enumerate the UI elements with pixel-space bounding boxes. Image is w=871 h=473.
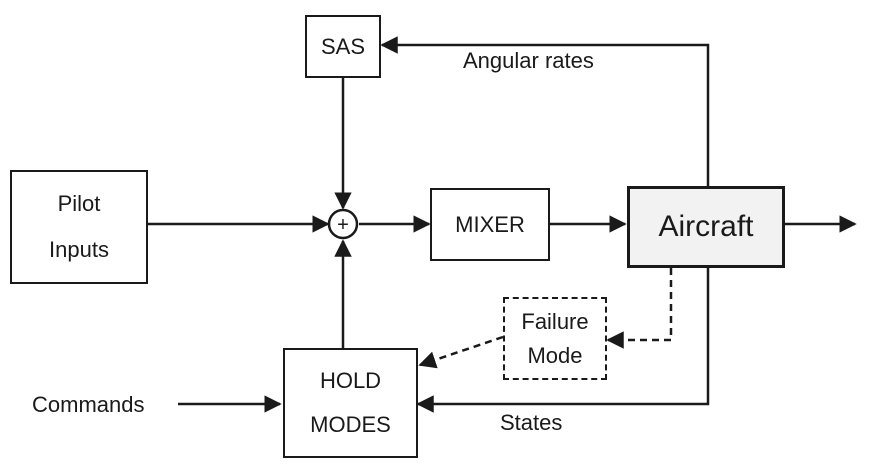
- angular-rates-label: Angular rates: [463, 48, 594, 73]
- failure-to-hold-line: [418, 335, 504, 369]
- commands-label: Commands: [32, 392, 145, 417]
- failure-label-line2: Mode: [527, 342, 583, 368]
- pilot-label-line1: Pilot: [57, 191, 101, 216]
- aircraft-to-failure-line: [606, 268, 673, 349]
- sas-block: SAS: [305, 15, 381, 78]
- failure-label-line1: Failure: [521, 308, 589, 334]
- pilot-inputs-block: Pilot Inputs: [10, 170, 148, 284]
- states-label: States: [500, 410, 563, 435]
- hold-modes-block: HOLD MODES: [283, 348, 418, 458]
- hold-label-line1: HOLD: [319, 368, 382, 393]
- aircraft-label: Aircraft: [658, 210, 754, 243]
- hold-label-line2: MODES: [310, 412, 391, 437]
- summing-junction-sign: +: [337, 214, 349, 236]
- mixer-label: MIXER: [455, 211, 525, 237]
- summing-junction: [327, 208, 359, 240]
- failure-mode-block: Failure Mode: [503, 297, 607, 380]
- angular-rates-line: [380, 36, 710, 186]
- states-line: [416, 268, 710, 413]
- pilot-label-line2: Inputs: [49, 237, 109, 262]
- mixer-block: MIXER: [430, 188, 550, 261]
- aircraft-block: Aircraft: [627, 186, 785, 268]
- sas-label: SAS: [320, 33, 366, 59]
